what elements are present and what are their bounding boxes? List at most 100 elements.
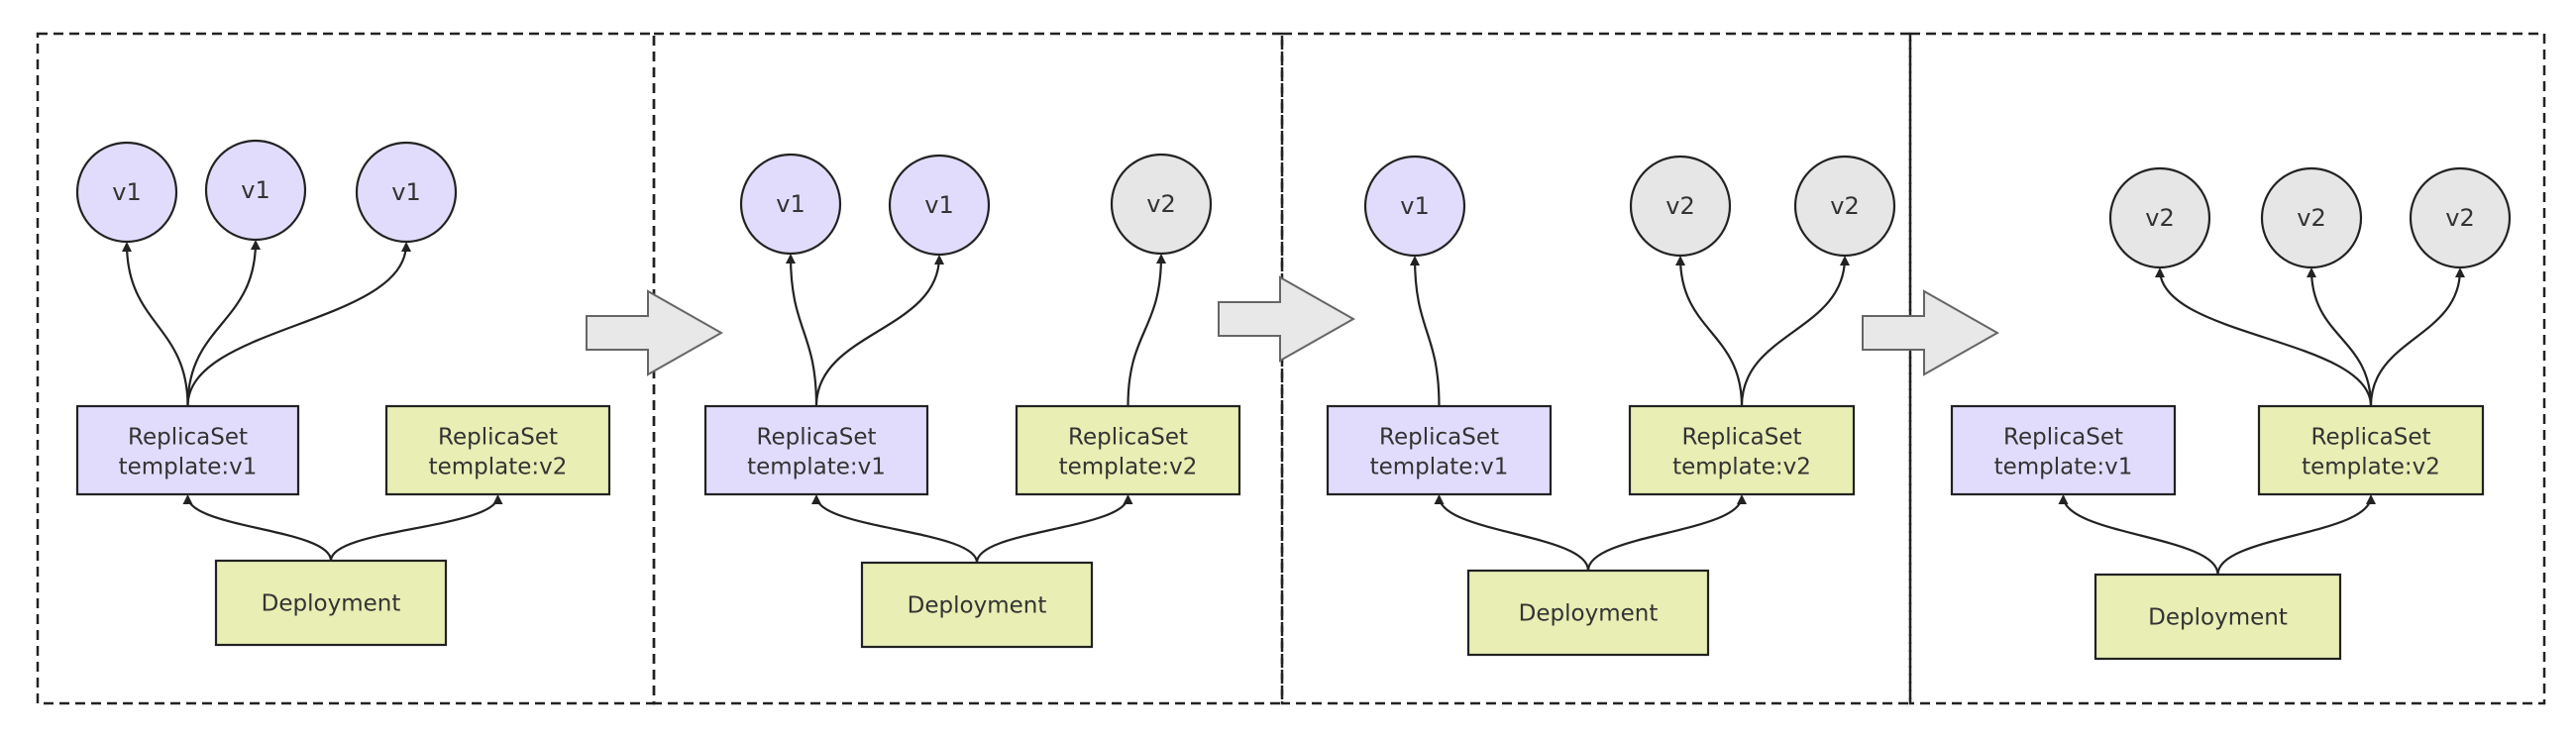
replicaset-name: ReplicaSet	[128, 425, 248, 451]
replicaset-box	[2257, 404, 2485, 496]
replicaset-v2: ReplicaSet template:v2	[2257, 404, 2485, 496]
stage-transition-arrows	[586, 275, 2000, 376]
pod-label: v1	[241, 176, 269, 204]
deployment-to-replicaset-v1	[811, 494, 979, 564]
replicaset-to-pod-v1	[186, 240, 261, 407]
replicaset-box	[1326, 404, 1553, 496]
stage-3: ReplicaSet template:v1 ReplicaSet template:…	[1326, 155, 1896, 657]
replicaset-name: ReplicaSet	[2003, 425, 2123, 451]
replicaset-to-pod-v1	[122, 242, 189, 407]
replicaset-v1: ReplicaSet template:v1	[703, 404, 929, 496]
replicaset-to-pod-v2	[2369, 267, 2465, 407]
stage-content: ReplicaSet template:v1 ReplicaSet template:…	[75, 139, 2512, 661]
replicaset-box	[75, 404, 300, 496]
stage-4: ReplicaSet template:v1 ReplicaSet template:…	[1950, 166, 2512, 661]
deployment: Deployment	[860, 561, 1094, 649]
pod-circle	[739, 153, 842, 256]
pod-label: v2	[1665, 192, 1694, 220]
pod-label: v2	[1830, 192, 1859, 220]
replicaset-v1: ReplicaSet template:v1	[1326, 404, 1553, 496]
replicaset-box	[1950, 404, 2177, 496]
pod-v1: v1	[888, 154, 991, 257]
pod-circle	[1793, 155, 1896, 258]
replicaset-to-pod-v1	[814, 255, 944, 407]
pod-v1: v1	[355, 141, 458, 244]
replicaset-to-pod-v2	[2307, 267, 2373, 407]
next-stage-arrow-1	[586, 289, 724, 376]
pod-circle	[75, 141, 178, 244]
pod-v1: v1	[1363, 155, 1466, 258]
pod-label: v2	[2297, 204, 2325, 232]
replicaset-to-pod-v1	[186, 242, 411, 407]
replicaset-name: ReplicaSet	[1682, 425, 1802, 451]
replicaset-name: ReplicaSet	[1379, 425, 1499, 451]
replicaset-to-pod-v2	[1675, 256, 1744, 407]
pod-label: v1	[1400, 192, 1429, 220]
pod-v2: v2	[1629, 155, 1732, 258]
replicaset-template: template:v1	[119, 455, 258, 480]
pod-circle	[2260, 166, 2363, 269]
replicaset-box	[703, 404, 929, 496]
replicaset-to-pod-v1	[786, 254, 818, 407]
replicaset-to-pod-v2	[1740, 256, 1850, 407]
deployment-to-replicaset-v2	[975, 494, 1133, 564]
deployment-to-replicaset-v2	[1586, 494, 1747, 572]
pod-circle	[1110, 153, 1213, 256]
replicaset-v1: ReplicaSet template:v1	[1950, 404, 2177, 496]
pod-circle	[1629, 155, 1732, 258]
replicaset-template: template:v2	[2302, 455, 2440, 480]
replicaset-v2: ReplicaSet template:v2	[1628, 404, 1856, 496]
pod-circle	[355, 141, 458, 244]
deployment-label: Deployment	[262, 591, 401, 617]
pod-label: v2	[2145, 204, 2174, 232]
replicaset-template: template:v2	[429, 455, 568, 480]
pod-circle	[2108, 166, 2211, 269]
deployment-box	[1466, 569, 1710, 657]
deployment: Deployment	[214, 559, 448, 647]
replicaset-template: template:v1	[1370, 455, 1509, 480]
stage-frame-3	[1280, 32, 1912, 705]
replicaset-template: template:v1	[747, 455, 886, 480]
replicaset-v1: ReplicaSet template:v1	[75, 404, 300, 496]
pod-v1: v1	[204, 139, 307, 242]
pod-label: v1	[776, 190, 805, 218]
pod-circle	[2409, 166, 2512, 269]
stage-1: ReplicaSet template:v1 ReplicaSet template:…	[75, 139, 611, 647]
next-stage-arrow-2	[1218, 275, 1356, 363]
replicaset-name: ReplicaSet	[2311, 425, 2431, 451]
replicaset-name: ReplicaSet	[438, 425, 558, 451]
pod-v1: v1	[739, 153, 842, 256]
deployment: Deployment	[1466, 569, 1710, 657]
replicaset-template: template:v2	[1059, 455, 1198, 480]
deployment: Deployment	[2093, 573, 2342, 661]
replicaset-box	[384, 404, 611, 496]
pod-v1: v1	[75, 141, 178, 244]
pod-v2: v2	[2260, 166, 2363, 269]
deployment-to-replicaset-v1	[182, 494, 333, 562]
replicaset-template: template:v2	[1672, 455, 1811, 480]
replicaset-to-pod-v1	[1410, 256, 1441, 407]
deployment-to-replicaset-v2	[329, 494, 503, 562]
pod-label: v1	[924, 191, 953, 219]
pod-v2: v2	[2409, 166, 2512, 269]
replicaset-to-pod-v2	[1127, 254, 1166, 407]
next-stage-arrow-3	[1862, 289, 2000, 376]
pod-v2: v2	[1793, 155, 1896, 258]
stage-frame-4	[1908, 32, 2546, 705]
replicaset-to-pod-v2	[2155, 267, 2373, 407]
replicaset-name: ReplicaSet	[1068, 425, 1188, 451]
pod-v2: v2	[2108, 166, 2211, 269]
replicaset-box	[1015, 404, 1241, 496]
deployment-box	[2093, 573, 2342, 661]
deployment-to-replicaset-v1	[1434, 494, 1590, 572]
deployment-to-replicaset-v1	[2058, 494, 2219, 576]
pod-circle	[204, 139, 307, 242]
replicaset-box	[1628, 404, 1856, 496]
pod-label: v1	[112, 178, 141, 206]
pod-label: v2	[1146, 190, 1175, 218]
replicaset-template: template:v1	[1994, 455, 2133, 480]
replicaset-v2: ReplicaSet template:v2	[1015, 404, 1241, 496]
replicaset-name: ReplicaSet	[757, 425, 877, 451]
deployment-to-replicaset-v2	[2216, 494, 2376, 576]
